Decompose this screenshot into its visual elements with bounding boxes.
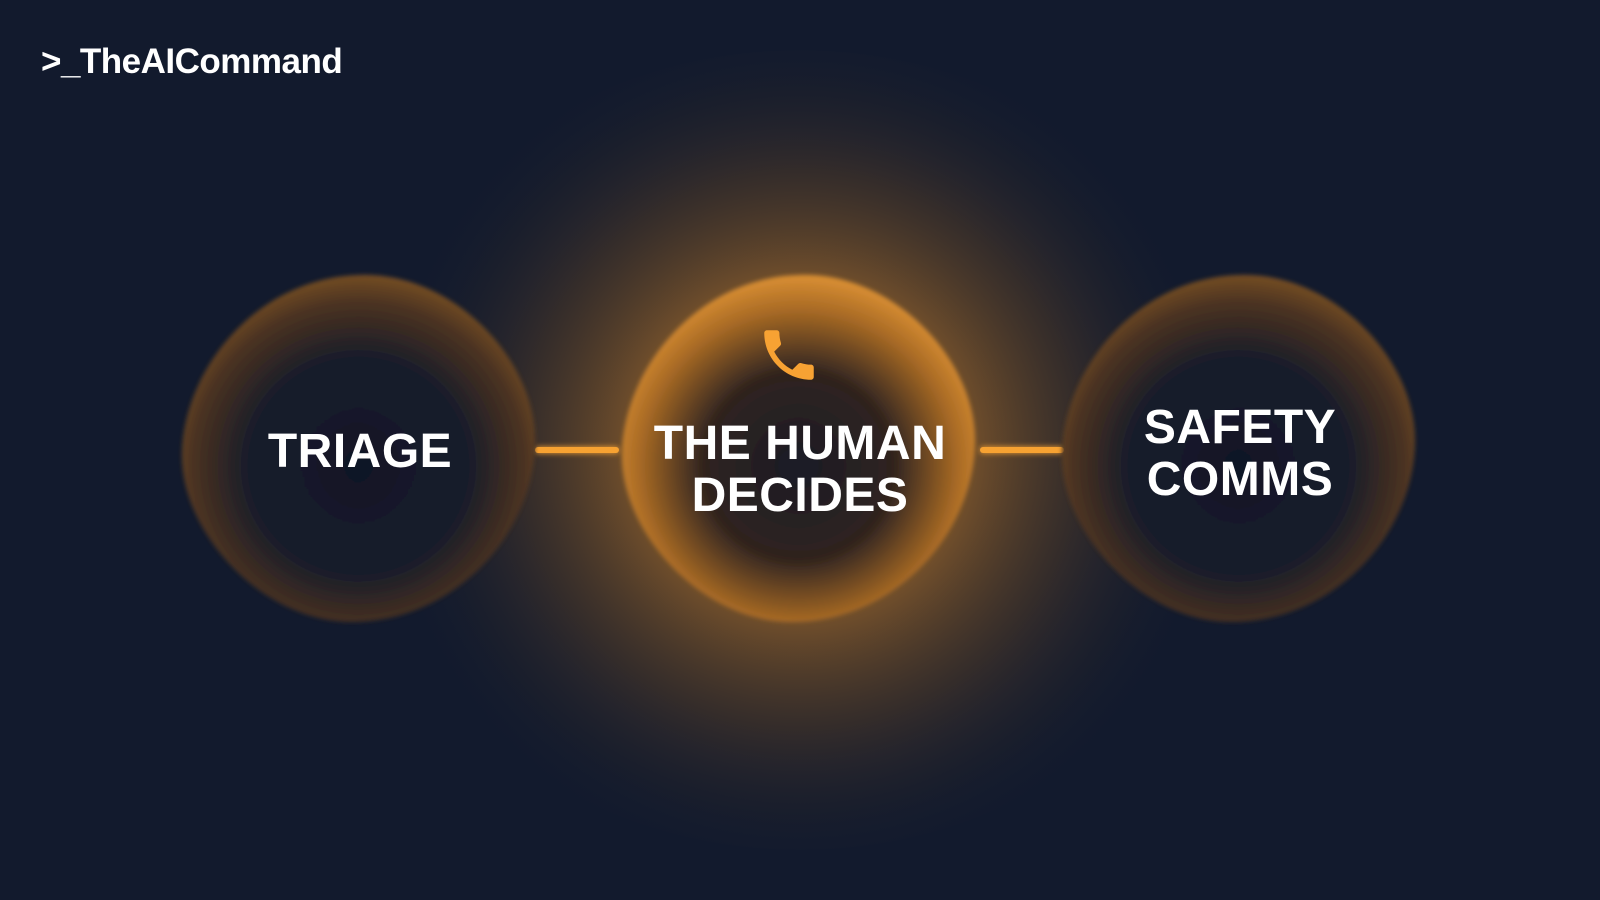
node-label: THE HUMAN: [654, 417, 946, 470]
node-human-decides: THE HUMAN DECIDES: [621, 274, 976, 623]
node-label: SAFETY: [1144, 401, 1336, 454]
node-label: TRIAGE: [268, 425, 452, 478]
brand-logo: >_TheAICommand: [41, 42, 343, 81]
phone-icon: [764, 330, 814, 380]
connectors: [535, 447, 1064, 453]
connector-line: [535, 447, 619, 453]
node-triage: TRIAGE: [181, 274, 536, 623]
node-safety-comms: SAFETY COMMS: [1061, 274, 1416, 623]
connector-line: [980, 447, 1064, 453]
node-label: DECIDES: [692, 469, 909, 522]
node-label: COMMS: [1147, 453, 1333, 506]
